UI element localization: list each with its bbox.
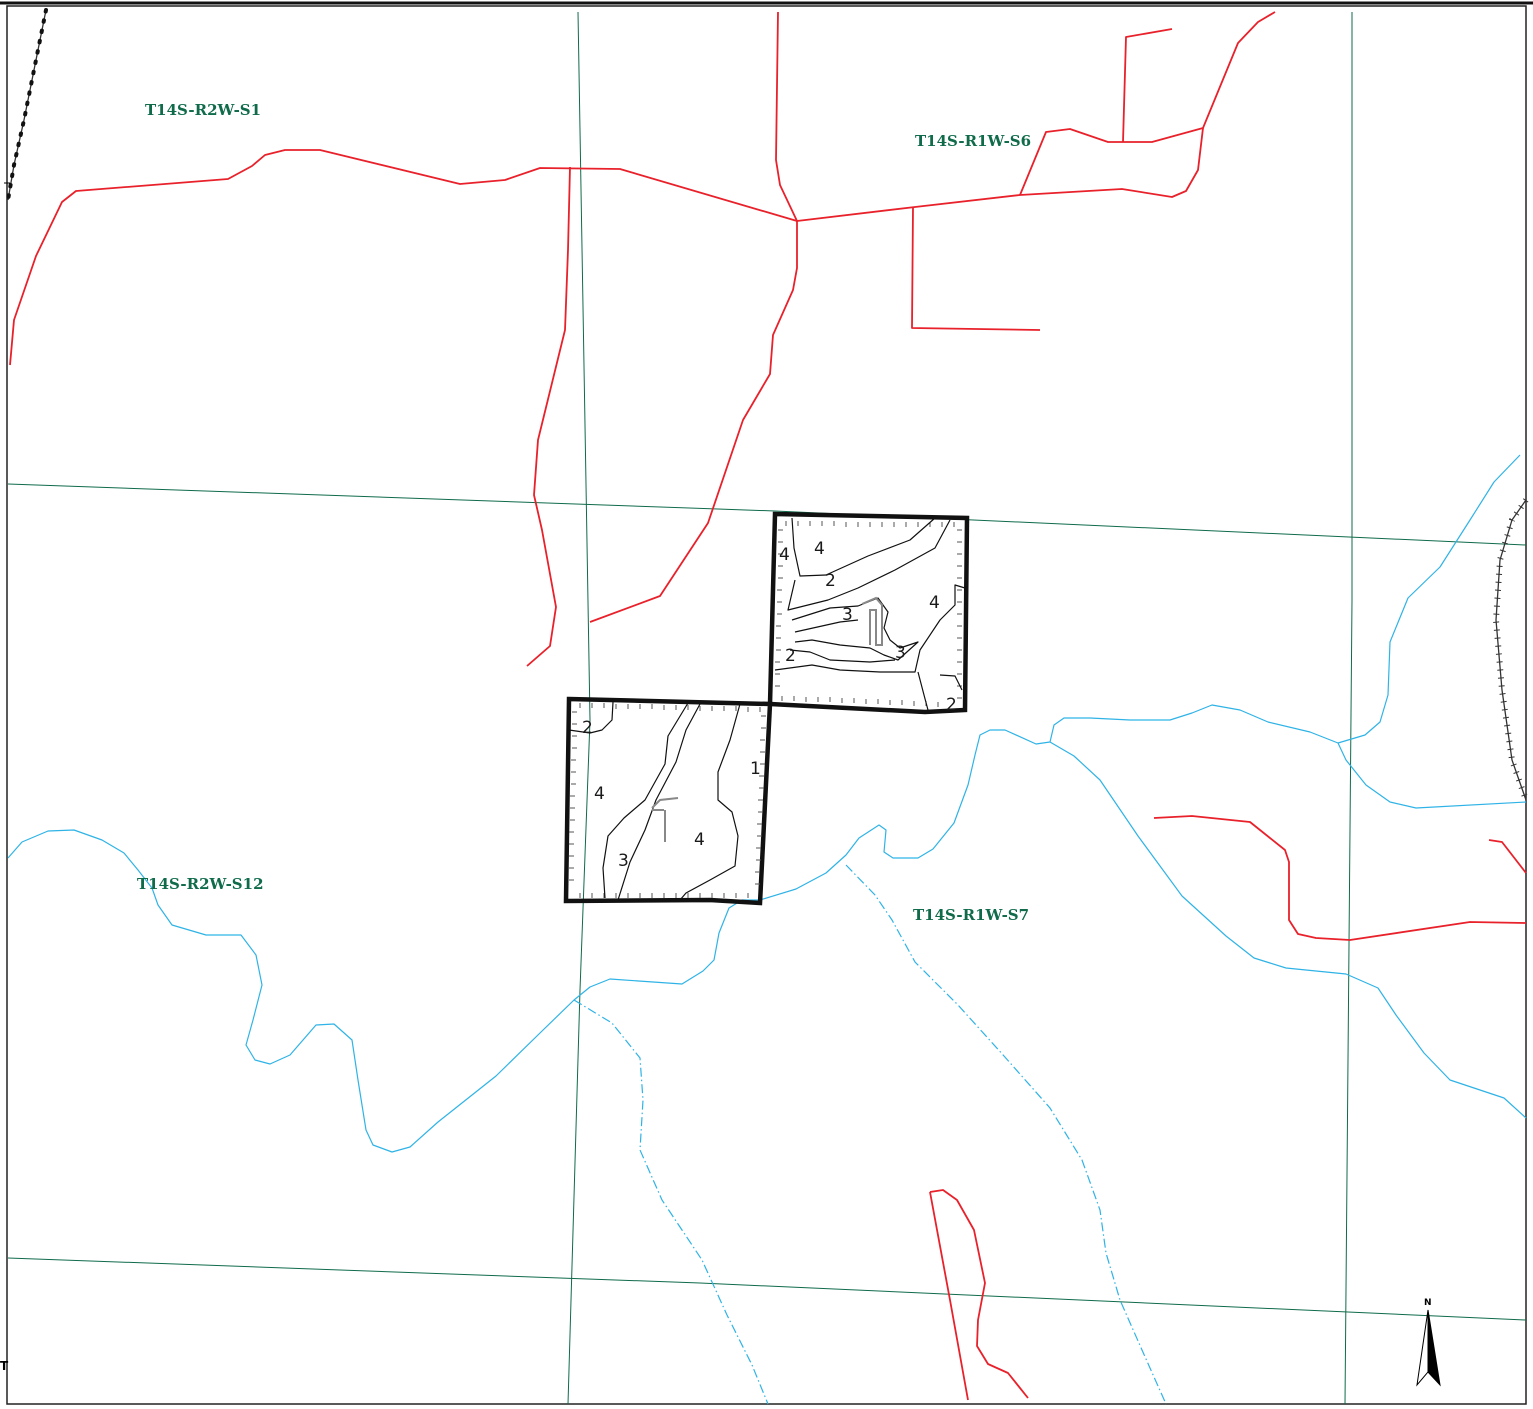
roads — [9, 11, 1527, 1401]
unit-line-lower-3 — [617, 703, 701, 901]
road-south — [929, 1189, 1029, 1399]
section-label-s6: T14S-R1W-S6 — [915, 132, 1031, 150]
study-area-upper[interactable] — [767, 511, 970, 715]
map-border — [6, 5, 1527, 1405]
road-south-spur-center — [589, 221, 798, 623]
road-north-spur — [1122, 28, 1173, 143]
road-main-east-west — [9, 127, 1204, 366]
study-boundary-upper[interactable] — [767, 511, 970, 715]
section-line-north — [7, 483, 1527, 546]
unit-line-lower-1 — [568, 701, 614, 734]
section-label-s7: T14S-R1W-S7 — [913, 906, 1029, 924]
unit-label-upper: 2 — [946, 695, 957, 715]
unit-label-upper: 4 — [779, 545, 790, 565]
unit-label-upper: 2 — [825, 571, 836, 591]
stream-intermittent-south — [573, 999, 769, 1405]
north-arrow-label: N — [1424, 1298, 1432, 1308]
stream-southeast — [1049, 741, 1527, 1119]
road-north-center — [775, 11, 798, 222]
study-boundary-lower[interactable] — [563, 696, 773, 906]
north-arrow-east-half — [1427, 1309, 1441, 1387]
road-southeast — [1153, 815, 1527, 941]
unit-line-lower-4 — [679, 703, 741, 901]
unit-label-lower: 4 — [594, 784, 605, 804]
road-south-spur-west — [526, 166, 571, 667]
road-southeast-stub — [1488, 839, 1527, 874]
structure-symbol-lower — [651, 797, 679, 842]
stream-main — [7, 454, 1521, 1153]
north-arrow: N — [1416, 1298, 1441, 1387]
unit-line-upper-5 — [774, 584, 966, 673]
north-arrow-west-half — [1416, 1309, 1429, 1387]
study-area-lower[interactable] — [563, 696, 773, 906]
unit-label-upper: 3 — [842, 605, 853, 625]
section-label-s12: T14S-R2W-S12 — [137, 875, 264, 893]
railroad-east — [1492, 498, 1529, 801]
unit-line-upper-7 — [917, 671, 963, 711]
stream-east — [1337, 742, 1527, 809]
streams — [7, 454, 1527, 1405]
boundary-ticks-lower — [569, 703, 766, 898]
boundary-ticks-upper — [775, 521, 962, 707]
unit-label-upper: 3 — [895, 643, 906, 663]
unit-label-upper: 4 — [814, 539, 825, 559]
section-lines — [7, 11, 1527, 1405]
unit-label-lower: 3 — [618, 851, 629, 871]
section-label-s1: T14S-R2W-S1 — [145, 101, 261, 119]
unit-label-lower: 4 — [694, 830, 705, 850]
unit-label-lower: 2 — [582, 718, 593, 738]
unit-label-lower: 1 — [750, 759, 761, 779]
road-northeast — [1019, 11, 1276, 196]
road-south-loop — [929, 1191, 969, 1401]
section-line-west — [567, 11, 591, 1405]
unit-line-lower-2 — [602, 702, 689, 899]
stream-intermittent-southeast — [845, 864, 1167, 1405]
road-branch-east — [911, 206, 1041, 331]
unit-label-upper: 4 — [929, 593, 940, 613]
section-line-east — [1344, 12, 1353, 1405]
unit-label-upper: 2 — [785, 646, 796, 666]
unit-line-upper-4 — [794, 619, 859, 633]
section-line-south — [7, 1257, 1527, 1321]
railroad-northwest — [6, 8, 48, 202]
unit-line-upper-6 — [789, 649, 896, 663]
structure-symbol-upper — [861, 596, 883, 646]
unit-line-upper-1 — [791, 517, 936, 577]
edge-marker-label: T — [0, 1359, 9, 1373]
unit-line-upper-2 — [787, 519, 951, 611]
